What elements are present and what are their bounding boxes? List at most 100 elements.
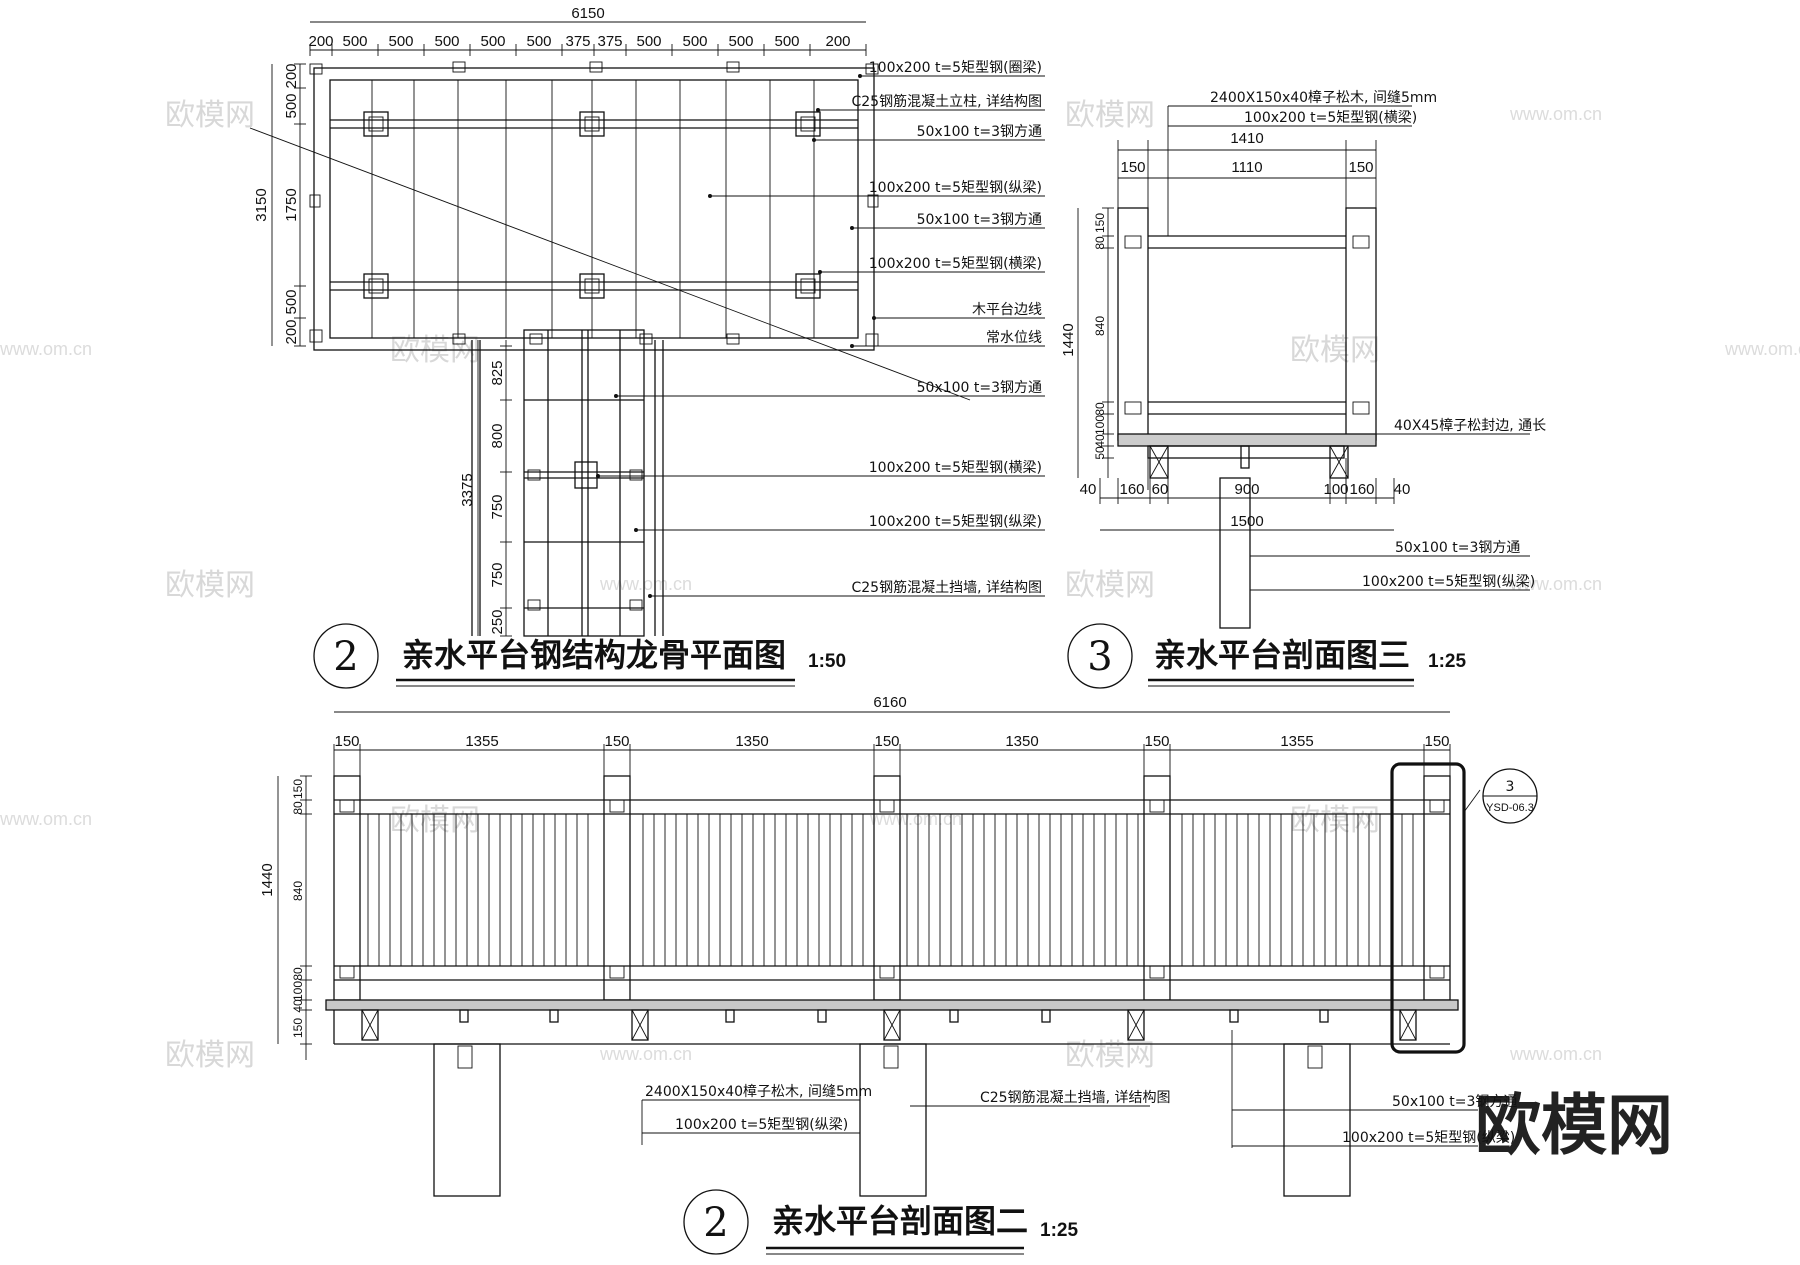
- s3-left-dim: 840: [1093, 316, 1107, 336]
- s2-top-dim: 1355: [465, 733, 498, 750]
- s3-wall: [1219, 477, 1251, 629]
- watermark-url: www.om.cn: [599, 574, 692, 594]
- s2-beam: [883, 1009, 901, 1041]
- s3-top-label-1: 2400X150x40樟子松木, 间缝5mm: [1210, 89, 1437, 106]
- plan-index-circle: [313, 623, 379, 689]
- water-line: [249, 127, 971, 401]
- watermark-url: www.om.cn: [1509, 574, 1602, 594]
- s2-joist: [949, 1009, 959, 1023]
- s3-bottom-dim: 160: [1349, 481, 1374, 498]
- s3-scale: 1:25: [1428, 651, 1466, 672]
- s3-left-dim: 80: [1093, 236, 1107, 250]
- plan-top-dim: 500: [774, 33, 799, 50]
- s2-detail-highlight: [1390, 762, 1466, 1054]
- s2-beam: [361, 1009, 379, 1041]
- plan-rim-posts: [309, 61, 879, 347]
- s2-beam: [1399, 1009, 1417, 1041]
- s2-left-dim: 150: [291, 1018, 305, 1038]
- s3-left-dim: 80: [1093, 402, 1107, 416]
- s2-left-dim: 840: [291, 881, 305, 901]
- plan-left-dim: 200: [283, 63, 300, 88]
- s3-dim-150-left: 150: [1120, 159, 1145, 176]
- s2-scale: 1:25: [1040, 1220, 1078, 1241]
- s3-index: 3: [1087, 634, 1112, 680]
- brand-watermark: 欧模网: [1475, 1087, 1673, 1164]
- plan-top-dim: 500: [526, 33, 551, 50]
- s3-dim-left-overall: 1440: [1060, 323, 1077, 356]
- s2-joist: [725, 1009, 735, 1023]
- dim-overall: 6150: [571, 5, 604, 22]
- s3-title: 亲水平台剖面图三: [1154, 636, 1410, 674]
- walk-dim: 825: [489, 360, 506, 385]
- s3-left-dim: 50: [1093, 446, 1107, 460]
- plan-top-dim: 500: [388, 33, 413, 50]
- s2-dim-left-overall: 1440: [259, 863, 276, 896]
- plan-left-dim: 500: [283, 93, 300, 118]
- s3-bottom-label-2: 100x200 t=5矩型钢(纵梁): [1362, 574, 1535, 590]
- plan-title: 亲水平台钢结构龙骨平面图: [402, 636, 786, 674]
- s2-left-dim: 80: [291, 801, 305, 815]
- s2-joist: [817, 1009, 827, 1023]
- s2-left-dim: 80: [291, 967, 305, 981]
- s2-label-right-2: 100x200 t=5矩型钢(纵梁): [1342, 1130, 1515, 1146]
- s2-title: 亲水平台剖面图二: [772, 1202, 1028, 1240]
- dim-left-overall: 3150: [253, 188, 270, 221]
- s2-balusters: [367, 814, 1414, 966]
- watermark-text: 欧模网: [165, 1038, 255, 1073]
- s2-deck: [325, 999, 1459, 1011]
- plan-label: 50x100 t=3钢方通: [917, 124, 1042, 140]
- watermark-url: www.om.cn: [599, 1044, 692, 1064]
- s2-top-dim: 150: [1424, 733, 1449, 750]
- s3-left-dim: 150: [1093, 213, 1107, 233]
- s3-post-left: [1117, 207, 1149, 441]
- s3-bottom-dim: 40: [1394, 481, 1411, 498]
- plan-columns: [363, 111, 821, 299]
- s2-left-dim: 100: [291, 981, 305, 1001]
- watermark-text: 欧模网: [1290, 803, 1380, 838]
- plan-top-dim: 500: [682, 33, 707, 50]
- s2-label-left-2: 100x200 t=5矩型钢(纵梁): [675, 1117, 848, 1133]
- s3-left-dim: 40: [1093, 434, 1107, 448]
- plan-label: 100x200 t=5矩型钢(圈梁): [869, 60, 1042, 76]
- plan-label: 50x100 t=3钢方通: [917, 212, 1042, 228]
- s3-bottom-dim: 100: [1323, 481, 1348, 498]
- plan-walkway: [471, 329, 664, 637]
- plan-title-block: 2 亲水平台钢结构龙骨平面图 1:50: [313, 623, 846, 689]
- s3-left-dim: 100: [1093, 415, 1107, 435]
- walk-dim: 750: [489, 494, 506, 519]
- plan-top-dim: 500: [636, 33, 661, 50]
- plan-leader-labels: 100x200 t=5矩型钢(圈梁)C25钢筋混凝土立柱, 详结构图50x100…: [596, 60, 1045, 598]
- plan-left-dim: 500: [283, 289, 300, 314]
- s3-bottom-dim: 900: [1234, 481, 1259, 498]
- plan-index: 2: [333, 634, 358, 680]
- watermark-text: 欧模网: [1065, 98, 1155, 133]
- s2-callout-top: 3: [1506, 779, 1515, 795]
- plan-scale: 1:50: [808, 651, 846, 672]
- s2-left-dim: 150: [291, 779, 305, 799]
- s3-post-right: [1345, 207, 1377, 441]
- s3-deck: [1117, 433, 1377, 447]
- s2-joist: [1041, 1009, 1051, 1023]
- walk-dim: 800: [489, 423, 506, 448]
- s2-index: 2: [703, 1200, 728, 1246]
- plan-inner-frame: [329, 79, 859, 339]
- s2-beam: [1127, 1009, 1145, 1041]
- plan-left-dim: 1750: [283, 188, 300, 221]
- s3-bottom-dim: 60: [1152, 481, 1169, 498]
- plan-top-dim: 500: [434, 33, 459, 50]
- plan-label: 100x200 t=5矩型钢(纵梁): [869, 180, 1042, 196]
- s2-left-dim: 40: [291, 999, 305, 1013]
- watermark-url: www.om.cn: [1724, 339, 1800, 359]
- plan-label: 常水位线: [986, 330, 1042, 346]
- plan-top-dim: 200: [308, 33, 333, 50]
